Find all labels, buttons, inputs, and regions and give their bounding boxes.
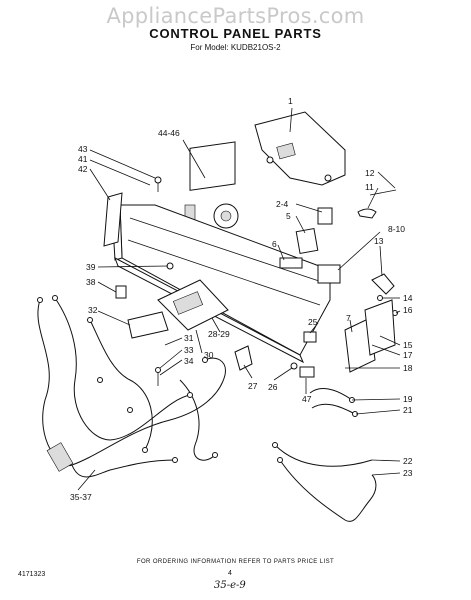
- callout-1: 1: [288, 96, 293, 106]
- callout-labels: 1 44-46 2-4 5 6 8-10 11 12 13 14 16 15 1…: [70, 96, 413, 502]
- callout-34: 34: [184, 356, 194, 366]
- callout-39: 39: [86, 262, 96, 272]
- callout-35-37: 35-37: [70, 492, 92, 502]
- callout-6: 6: [272, 239, 277, 249]
- part-22-wire: [274, 444, 373, 467]
- harness-branch: [179, 379, 216, 461]
- part-42-endcap: [103, 192, 123, 247]
- model-subtitle: For Model: KUDB21OS-2: [190, 43, 281, 52]
- callout-5: 5: [286, 211, 291, 221]
- part-21-wire: [311, 403, 356, 415]
- callout-43: 43: [78, 144, 88, 154]
- part-44-46-timer: [189, 141, 236, 191]
- callout-41: 41: [78, 154, 88, 164]
- part-11-clip: [357, 208, 377, 219]
- part-43-screw: [154, 176, 162, 184]
- callout-42: 42: [78, 164, 88, 174]
- callout-25: 25: [308, 317, 318, 327]
- callout-30: 30: [204, 350, 214, 360]
- part-1-slot: [276, 142, 296, 160]
- callout-2-4: 2-4: [276, 199, 289, 209]
- callout-22: 22: [403, 456, 413, 466]
- callout-13: 13: [374, 236, 384, 246]
- part-1-cover: [254, 111, 346, 186]
- callout-38: 38: [86, 277, 96, 287]
- callout-33: 33: [184, 345, 194, 355]
- part-1-hole: [266, 156, 274, 164]
- callout-11: 11: [365, 182, 374, 192]
- page-number: 4: [228, 570, 232, 577]
- callout-7: 7: [346, 313, 351, 323]
- callout-15: 15: [403, 340, 413, 350]
- callout-19: 19: [403, 394, 413, 404]
- callout-27: 27: [248, 381, 258, 391]
- part-47-cap: [299, 366, 315, 378]
- watermark: AppliancePartsPros.com: [106, 4, 365, 28]
- harness-branch: [89, 319, 153, 451]
- leader-lines: [77, 107, 401, 491]
- ordering-note: FOR ORDERING INFORMATION REFER TO PARTS …: [136, 559, 335, 565]
- part-19-wire: [309, 388, 353, 401]
- callout-32: 32: [88, 305, 98, 315]
- part-2-4-switch: [317, 207, 333, 225]
- part-38-bumper: [115, 285, 127, 299]
- part-25-clip: [303, 331, 317, 343]
- part-5-switch: [295, 228, 319, 254]
- part-26-screw: [290, 362, 298, 370]
- timer-hub: [220, 210, 232, 222]
- part-18-bracket: [364, 299, 396, 356]
- part-27-knob: [234, 345, 253, 371]
- part-33-screw: [155, 367, 161, 373]
- wire-terminal: [277, 457, 283, 463]
- part-13-bracket: [371, 273, 395, 295]
- wire-terminal: [272, 442, 278, 448]
- part-32-lens: [127, 311, 169, 339]
- handwritten-note: 35-e-9: [214, 580, 246, 591]
- part-8-10-module: [317, 264, 341, 284]
- harness-branch: [71, 459, 176, 478]
- callout-44-46: 44-46: [158, 128, 180, 138]
- document-number: 4171323: [18, 571, 46, 578]
- part-1-hole: [324, 174, 332, 182]
- callout-8-10: 8-10: [388, 224, 405, 234]
- callout-23: 23: [403, 468, 413, 478]
- part-28-29-window: [172, 291, 204, 315]
- harness-terminals: [37, 295, 218, 463]
- callout-14: 14: [403, 293, 413, 303]
- callout-21: 21: [403, 405, 413, 415]
- callout-16: 16: [403, 305, 413, 315]
- callout-28-29: 28-29: [208, 329, 230, 339]
- callout-17: 17: [403, 350, 413, 360]
- part-35-37-harness: [37, 299, 226, 466]
- harness-connector: [46, 442, 74, 472]
- callout-31: 31: [184, 333, 194, 343]
- part-6-bracket: [279, 257, 303, 269]
- part-14-screw: [377, 295, 383, 301]
- callout-26: 26: [268, 382, 278, 392]
- part-23-wire: [279, 459, 377, 522]
- callout-18: 18: [403, 363, 413, 373]
- callout-12: 12: [365, 168, 375, 178]
- page-title: CONTROL PANEL PARTS: [149, 26, 322, 41]
- harness-branch: [54, 297, 191, 441]
- callout-47: 47: [302, 394, 312, 404]
